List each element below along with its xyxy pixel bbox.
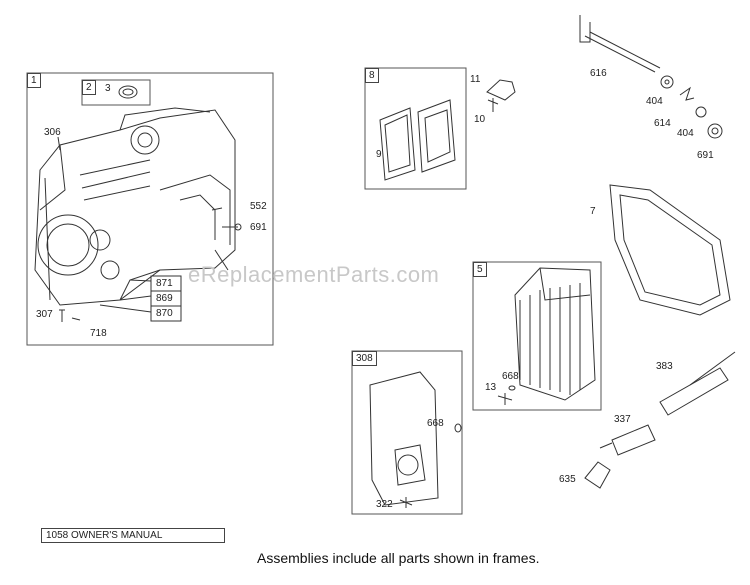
frame-1-outline — [26, 72, 274, 346]
part-label-337: 337 — [614, 414, 631, 425]
part-label-635: 635 — [559, 474, 576, 485]
part-label-691: 691 — [250, 222, 267, 233]
part-label-3: 3 — [105, 83, 111, 94]
owners-manual-label: 1058 OWNER'S MANUAL — [41, 528, 225, 543]
part-label-870: 870 — [156, 308, 173, 319]
part-label-718: 718 — [90, 328, 107, 339]
part-383-tool — [659, 367, 729, 416]
frame-308-outline — [351, 350, 463, 515]
frame-5-outline — [472, 261, 602, 411]
frame-label-308: 308 — [352, 351, 377, 366]
part-label-307: 307 — [36, 309, 53, 320]
frames-footnote: Assemblies include all parts shown in fr… — [257, 550, 540, 566]
part-3-ring — [118, 85, 138, 99]
part-635-boot — [584, 461, 611, 489]
part-label-10: 10 — [474, 114, 486, 125]
part-label-668: 668 — [502, 371, 519, 382]
part-label-404: 404 — [646, 96, 663, 107]
watermark: eReplacementParts.com — [188, 262, 440, 287]
frame-label-5: 5 — [473, 262, 487, 277]
frame-8-outline — [364, 67, 467, 190]
part-label-869: 869 — [156, 293, 173, 304]
frame-label-8: 8 — [365, 68, 379, 83]
part-label-7: 7 — [590, 206, 596, 217]
part-label-614: 614 — [654, 118, 671, 129]
part-label-616: 616 — [590, 68, 607, 79]
part-337-plug — [611, 424, 656, 456]
part-label-13: 13 — [485, 382, 497, 393]
part-label-871: 871 — [156, 278, 173, 289]
frame-label-1: 1 — [27, 73, 41, 88]
part-label-9: 9 — [376, 149, 382, 160]
part-616-shaft — [579, 15, 661, 73]
part-label-306: 306 — [44, 127, 61, 138]
part-11-elbow — [486, 79, 516, 101]
part-label-383: 383 — [656, 361, 673, 372]
part-label-11: 11 — [470, 74, 481, 85]
part-label-404-second: 404 — [677, 128, 694, 139]
part-label-552: 552 — [250, 201, 267, 212]
part-label-691-second: 691 — [697, 150, 714, 161]
part-label-668-second: 668 — [427, 418, 444, 429]
frame-label-2: 2 — [82, 80, 96, 95]
engine-block-drawing — [34, 107, 236, 306]
part-label-322: 322 — [376, 499, 393, 510]
part-7-gasket — [609, 184, 731, 316]
